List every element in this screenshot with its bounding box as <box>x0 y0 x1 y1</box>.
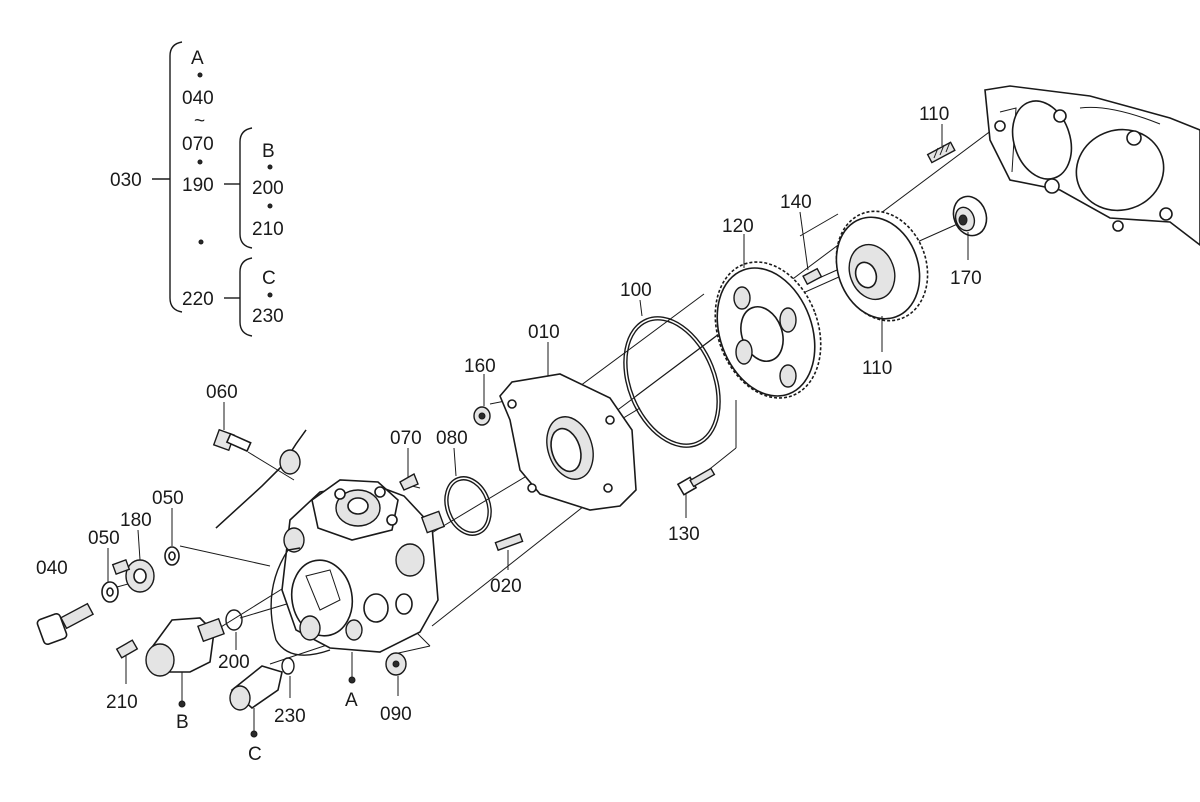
callout-leaders <box>107 124 969 738</box>
bracket-c <box>239 257 253 337</box>
callout-210: 210 <box>106 692 138 713</box>
legend-item-190: 190 <box>182 175 214 196</box>
callout-b: B <box>176 712 189 733</box>
legend-item-a: A <box>191 48 204 69</box>
callout-090: 090 <box>380 704 412 725</box>
legend-item-210: 210 <box>252 219 284 240</box>
injection-pump-body <box>270 479 446 656</box>
bolt-040 <box>36 602 95 645</box>
callout-130: 130 <box>668 524 700 545</box>
stud-020 <box>494 532 524 552</box>
callout-200: 200 <box>218 652 250 673</box>
screw-210 <box>115 639 139 659</box>
legend-main-ref: 030 <box>110 170 142 191</box>
engine-housing <box>984 85 1200 247</box>
legend-dot <box>197 159 203 165</box>
banjo-bolt-060 <box>212 428 252 453</box>
solenoid-valve-b <box>145 617 225 677</box>
stud-170 <box>926 141 956 164</box>
callout-150: 170 <box>950 268 982 289</box>
legend-dot <box>267 203 273 209</box>
o-ring-230 <box>281 657 295 675</box>
callout-070: 070 <box>390 428 422 449</box>
legend-dot <box>267 292 273 298</box>
nut-160 <box>473 406 491 426</box>
main-bracket <box>169 41 183 313</box>
callout-160: 160 <box>464 356 496 377</box>
legend-dot <box>197 72 203 78</box>
bolt-130 <box>676 467 716 496</box>
callout-010: 010 <box>528 322 560 343</box>
banjo-180 <box>111 559 155 593</box>
o-ring-080 <box>444 476 492 536</box>
washer-050-a <box>101 581 119 603</box>
gear-120 <box>714 261 822 399</box>
callout-230: 230 <box>274 706 306 727</box>
callout-040: 040 <box>36 558 68 579</box>
callout-a: A <box>345 690 358 711</box>
fuel-pipe <box>215 429 307 529</box>
callout-060: 060 <box>206 382 238 403</box>
callout-170: 110 <box>919 104 949 125</box>
flange-plate-010 <box>499 373 637 511</box>
legend-item-200: 200 <box>252 178 284 199</box>
key-070 <box>399 472 419 491</box>
callout-labels: 110 170 110 140 120 100 010 160 130 020 … <box>36 104 982 765</box>
o-ring-200 <box>225 609 243 631</box>
legend-item-070: 070 <box>182 134 214 155</box>
gear-110 <box>835 210 929 322</box>
legend-item-b: B <box>262 141 275 162</box>
callout-080: 080 <box>436 428 468 449</box>
legend-item-c: C <box>262 268 276 289</box>
reference-legend: 030 A 040 ~ 070 190 220 B 200 210 C 230 <box>110 41 284 337</box>
legend-dot <box>198 239 204 245</box>
callout-050-b: 050 <box>152 488 184 509</box>
washer-050-b <box>164 546 180 566</box>
callout-120: 120 <box>722 216 754 237</box>
legend-item-230: 230 <box>252 306 284 327</box>
legend-tilde: ~ <box>194 111 205 132</box>
callout-050-a: 050 <box>88 528 120 549</box>
callout-020: 020 <box>490 576 522 597</box>
callout-c: C <box>248 744 262 765</box>
legend-item-220: 220 <box>182 289 214 310</box>
bracket-b <box>239 127 253 249</box>
nut-090 <box>385 652 407 676</box>
legend-item-040: 040 <box>182 88 214 109</box>
callout-140: 140 <box>780 192 812 213</box>
legend-dot <box>267 164 273 170</box>
callout-180: 180 <box>120 510 152 531</box>
nut-150 <box>952 195 988 237</box>
callout-110: 110 <box>862 358 892 379</box>
sensor-c <box>229 665 283 711</box>
pin-140 <box>802 267 823 286</box>
callout-100: 100 <box>620 280 652 301</box>
o-ring-100 <box>623 316 721 448</box>
